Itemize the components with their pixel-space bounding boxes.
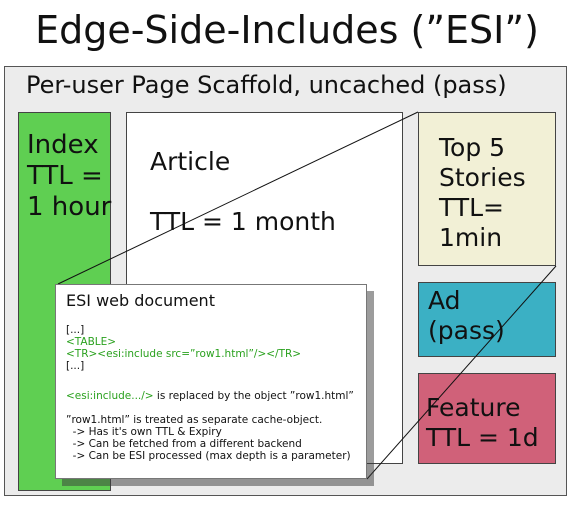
bullet-backend: -> Can be fetched from a different backe… xyxy=(66,438,302,450)
connector-line-top xyxy=(57,111,419,285)
replace-line: <esi:include.../> is replaced by the obj… xyxy=(66,390,354,402)
feature-block xyxy=(418,373,556,464)
code-line: [...] xyxy=(66,360,85,372)
code-line: <TABLE> xyxy=(66,336,117,348)
esi-include-tag: <esi:include.../> xyxy=(66,390,154,402)
top5-block xyxy=(418,112,556,266)
ad-label: Ad (pass) xyxy=(428,286,505,345)
index-label: Index TTL = 1 hour xyxy=(27,130,112,222)
code-line: <TR><esi:include src=”row1.html”/></TR> xyxy=(66,348,302,360)
connector-line-bottom xyxy=(366,265,557,480)
article-ttl: TTL = 1 month xyxy=(150,207,336,236)
bullet-esi-processed: -> Can be ESI processed (max depth is a … xyxy=(66,450,351,462)
feature-label: Feature TTL = 1d xyxy=(426,393,539,452)
top5-label: Top 5 Stories TTL= 1min xyxy=(439,133,526,252)
bullet-ttl: -> Has it's own TTL & Expiry xyxy=(66,426,222,438)
article-title: Article xyxy=(150,147,231,176)
scaffold-label: Per-user Page Scaffold, uncached (pass) xyxy=(26,71,507,99)
cache-object-line: ”row1.html” is treated as separate cache… xyxy=(66,414,323,426)
diagram-title: Edge-Side-Includes (”ESI”) xyxy=(35,8,539,52)
replace-text: is replaced by the object ”row1.html” xyxy=(153,390,354,402)
esi-document-title: ESI web document xyxy=(66,291,215,310)
esi-document-panel xyxy=(55,284,367,479)
code-line: [...] xyxy=(66,324,85,336)
